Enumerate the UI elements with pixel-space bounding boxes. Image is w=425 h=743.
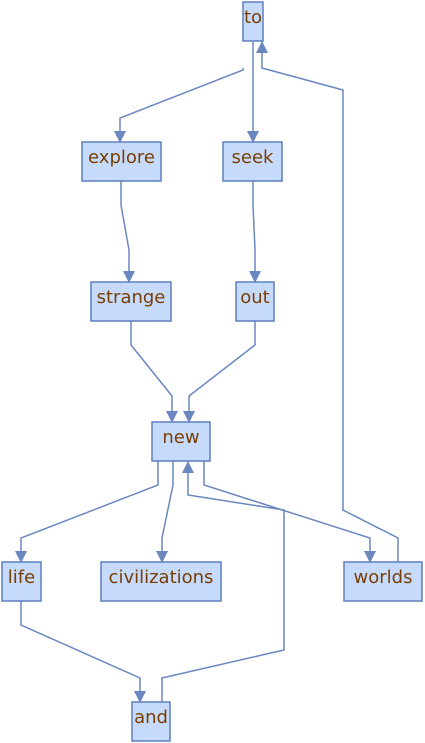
node-strange: strange bbox=[90, 281, 172, 322]
edge-out-new bbox=[183, 321, 256, 423]
node-life: life bbox=[1, 561, 42, 602]
node-new: new bbox=[151, 421, 211, 462]
node-explore: explore bbox=[81, 141, 162, 182]
node-label-worlds: worlds bbox=[354, 567, 413, 588]
edges bbox=[15, 41, 399, 703]
edge-and-new bbox=[161, 461, 285, 702]
edge-worlds-to bbox=[256, 41, 399, 562]
node-label-explore: explore bbox=[88, 147, 155, 168]
edge-explore-strange bbox=[120, 181, 135, 283]
node-seek: seek bbox=[222, 141, 283, 182]
edge-new-worlds bbox=[203, 461, 376, 563]
edge-life-and bbox=[20, 601, 146, 703]
node-worlds: worlds bbox=[343, 561, 423, 602]
node-label-strange: strange bbox=[97, 287, 166, 308]
edge-to-explore bbox=[114, 68, 244, 143]
node-to: to bbox=[242, 1, 264, 42]
node-out: out bbox=[235, 281, 275, 322]
node-civilizations: civilizations bbox=[100, 561, 222, 602]
edge-new-civilizations bbox=[156, 461, 174, 563]
node-label-new: new bbox=[162, 427, 199, 448]
node-label-seek: seek bbox=[232, 147, 275, 168]
edge-seek-out bbox=[249, 181, 261, 283]
edge-new-life bbox=[15, 461, 159, 563]
node-label-to: to bbox=[244, 7, 262, 28]
node-label-out: out bbox=[240, 287, 269, 308]
node-and: and bbox=[131, 701, 171, 742]
edge-strange-new bbox=[130, 321, 178, 423]
node-label-and: and bbox=[134, 707, 168, 728]
node-label-civilizations: civilizations bbox=[109, 567, 214, 588]
node-label-life: life bbox=[8, 567, 35, 588]
